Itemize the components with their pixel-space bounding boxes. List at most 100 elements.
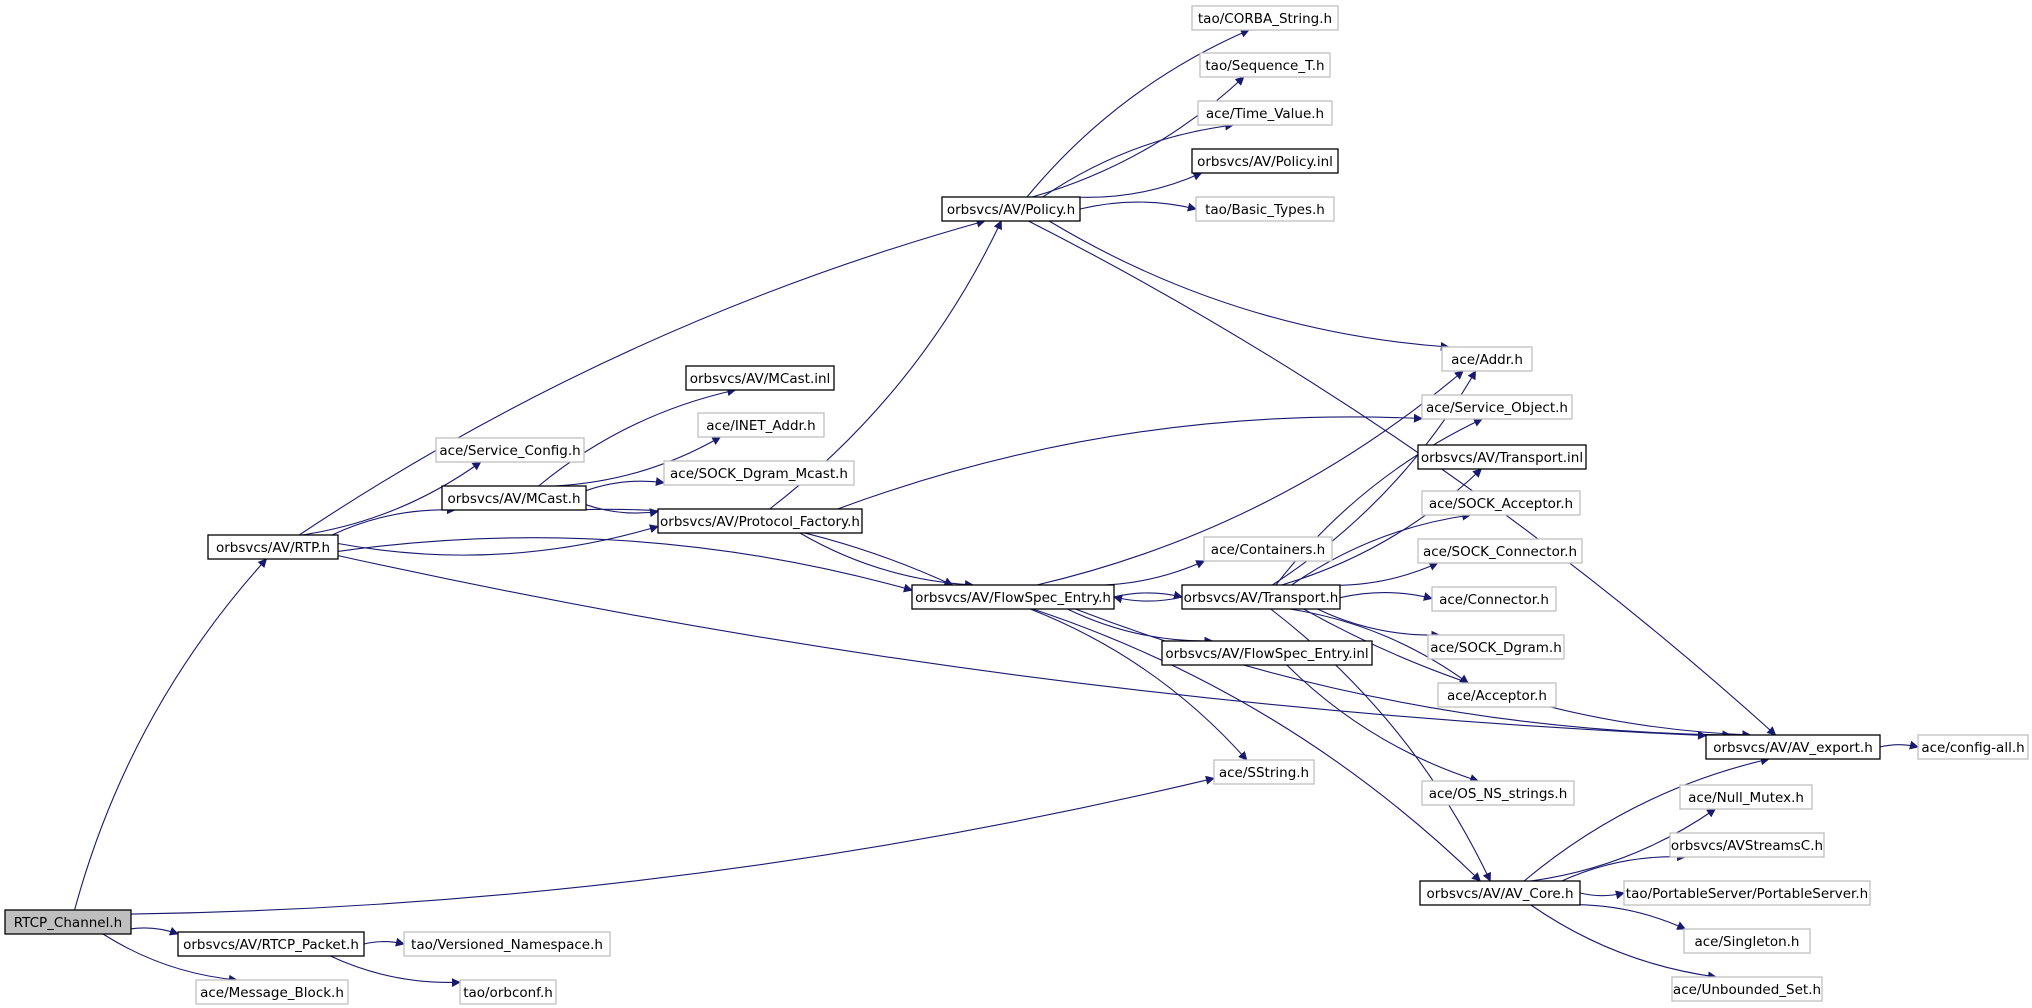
node-label: orbsvcs/AV/FlowSpec_Entry.h — [915, 590, 1111, 606]
node-label: ace/Singleton.h — [1694, 934, 1799, 950]
node-service_object[interactable]: ace/Service_Object.h — [1421, 394, 1573, 420]
edge-rtp-to-service_config — [302, 461, 482, 536]
node-containers[interactable]: ace/Containers.h — [1203, 536, 1333, 562]
edge-flowspec_h-to-sstring — [1029, 608, 1248, 761]
edge-transport_h-to-acceptor — [1289, 608, 1469, 684]
edge-policy_h-to-time_value — [1042, 121, 1235, 198]
node-label: tao/Basic_Types.h — [1205, 202, 1325, 218]
node-box — [1203, 536, 1333, 562]
node-box — [1421, 490, 1581, 516]
node-label: tao/Versioned_Namespace.h — [411, 937, 603, 953]
node-box — [1417, 538, 1583, 564]
node-corba_string[interactable]: tao/CORBA_String.h — [1191, 5, 1339, 31]
node-singleton[interactable]: ace/Singleton.h — [1683, 928, 1811, 954]
node-box — [1431, 586, 1557, 612]
node-sock_acceptor[interactable]: ace/SOCK_Acceptor.h — [1421, 490, 1581, 516]
node-av_core[interactable]: orbsvcs/AV/AV_Core.h — [1419, 880, 1581, 906]
node-label: orbsvcs/AV/RTCP_Packet.h — [183, 937, 359, 953]
edge-rtcp_channel-to-sstring — [130, 775, 1215, 915]
edge-av_core-to-unbounded_set — [1530, 904, 1717, 981]
node-box — [1197, 100, 1333, 126]
edge-av_core-to-av_export — [1523, 756, 1770, 882]
node-layer: RTCP_Channel.h orbsvcs/AV/RTP.h orbsvcs/AV… — [4, 5, 2029, 1005]
node-policy_inl[interactable]: orbsvcs/AV/Policy.inl — [1191, 148, 1339, 174]
edge-rtp-to-mcast_h — [331, 505, 456, 536]
edge-rtp-to-av_export — [337, 555, 1707, 740]
node-box — [195, 979, 349, 1005]
node-label: ace/OS_NS_strings.h — [1429, 786, 1568, 802]
node-flowspec_h[interactable]: orbsvcs/AV/FlowSpec_Entry.h — [911, 584, 1115, 610]
node-sock_connector[interactable]: ace/SOCK_Connector.h — [1417, 538, 1583, 564]
node-config_all[interactable]: ace/config-all.h — [1917, 734, 2029, 760]
node-rtcp_packet[interactable]: orbsvcs/AV/RTCP_Packet.h — [177, 931, 365, 957]
node-label: ace/config-all.h — [1921, 740, 2024, 756]
node-avstreamsc[interactable]: orbsvcs/AVStreamsC.h — [1669, 832, 1825, 858]
node-portable_server[interactable]: tao/PortableServer/PortableServer.h — [1623, 880, 1871, 906]
node-mcast_h[interactable]: orbsvcs/AV/MCast.h — [441, 485, 587, 511]
node-box — [177, 931, 365, 957]
node-rtcp_channel: RTCP_Channel.h — [4, 909, 132, 935]
node-versioned_ns[interactable]: tao/Versioned_Namespace.h — [403, 931, 611, 957]
node-box — [1683, 928, 1811, 954]
edge-flowspec_h-to-av_core — [1032, 608, 1481, 882]
node-transport_h[interactable]: orbsvcs/AV/Transport.h — [1181, 584, 1341, 610]
edge-rtcp_channel-to-rtp — [74, 558, 268, 911]
node-box — [1161, 640, 1373, 666]
node-label: tao/CORBA_String.h — [1198, 11, 1332, 27]
node-transport_inl[interactable]: orbsvcs/AV/Transport.inl — [1417, 444, 1587, 470]
node-label: ace/INET_Addr.h — [706, 418, 815, 434]
node-rtp[interactable]: orbsvcs/AV/RTP.h — [207, 534, 339, 560]
node-inet_addr[interactable]: ace/INET_Addr.h — [697, 412, 825, 438]
node-box — [1213, 759, 1315, 785]
node-av_export[interactable]: orbsvcs/AV/AV_export.h — [1705, 734, 1881, 760]
node-box — [1427, 634, 1565, 660]
node-basic_types[interactable]: tao/Basic_Types.h — [1195, 196, 1335, 222]
node-box — [1705, 734, 1881, 760]
node-label: orbsvcs/AV/Policy.inl — [1197, 154, 1333, 170]
node-null_mutex[interactable]: ace/Null_Mutex.h — [1679, 784, 1813, 810]
node-os_ns_strings[interactable]: ace/OS_NS_strings.h — [1421, 780, 1575, 806]
node-box — [403, 931, 611, 957]
node-time_value[interactable]: ace/Time_Value.h — [1197, 100, 1333, 126]
node-label: ace/Unbounded_Set.h — [1673, 982, 1821, 998]
edge-protocol_factory-to-service_object — [837, 413, 1423, 510]
node-protocol_factory[interactable]: orbsvcs/AV/Protocol_Factory.h — [657, 508, 863, 534]
edge-mcast_h-to-sock_dgram_mcast — [585, 477, 665, 492]
node-addr[interactable]: ace/Addr.h — [1441, 346, 1533, 372]
edge-policy_h-to-corba_string — [1026, 29, 1250, 198]
node-box — [1421, 394, 1573, 420]
node-box — [1917, 734, 2029, 760]
node-acceptor[interactable]: ace/Acceptor.h — [1437, 682, 1557, 708]
node-label: ace/SOCK_Dgram_Mcast.h — [670, 466, 848, 482]
node-label: orbsvcs/AV/Transport.inl — [1421, 450, 1583, 466]
node-sstring[interactable]: ace/SString.h — [1213, 759, 1315, 785]
node-label: ace/Null_Mutex.h — [1688, 790, 1804, 806]
node-connector[interactable]: ace/Connector.h — [1431, 586, 1557, 612]
node-box — [697, 412, 825, 438]
node-sock_dgram[interactable]: ace/SOCK_Dgram.h — [1427, 634, 1565, 660]
node-box — [459, 979, 557, 1005]
edge-mcast_h-to-protocol_factory — [585, 504, 659, 518]
edge-flowspec_h-to-containers — [1076, 560, 1206, 586]
node-sock_dgram_mcast[interactable]: ace/SOCK_Dgram_Mcast.h — [663, 460, 855, 486]
node-label: orbsvcs/AV/Transport.h — [1184, 590, 1339, 606]
node-box — [207, 534, 339, 560]
node-sequence_t[interactable]: tao/Sequence_T.h — [1199, 52, 1331, 78]
node-label: ace/SOCK_Acceptor.h — [1429, 496, 1573, 512]
node-box — [941, 196, 1081, 222]
node-box — [1191, 5, 1339, 31]
node-message_block[interactable]: ace/Message_Block.h — [195, 979, 349, 1005]
node-orbconf[interactable]: tao/orbconf.h — [459, 979, 557, 1005]
node-service_config[interactable]: ace/Service_Config.h — [435, 437, 585, 463]
edge-transport_h-to-sock_connector — [1323, 562, 1439, 586]
edge-transport_h-to-av_core — [1270, 608, 1491, 882]
node-unbounded_set[interactable]: ace/Unbounded_Set.h — [1671, 976, 1823, 1002]
node-box — [911, 584, 1115, 610]
node-flowspec_inl[interactable]: orbsvcs/AV/FlowSpec_Entry.inl — [1161, 640, 1373, 666]
node-mcast_inl[interactable]: orbsvcs/AV/MCast.inl — [685, 365, 835, 391]
node-policy_h[interactable]: orbsvcs/AV/Policy.h — [941, 196, 1081, 222]
edge-policy_h-to-policy_inl — [1074, 172, 1203, 198]
node-box — [1417, 444, 1587, 470]
node-box — [1441, 346, 1533, 372]
